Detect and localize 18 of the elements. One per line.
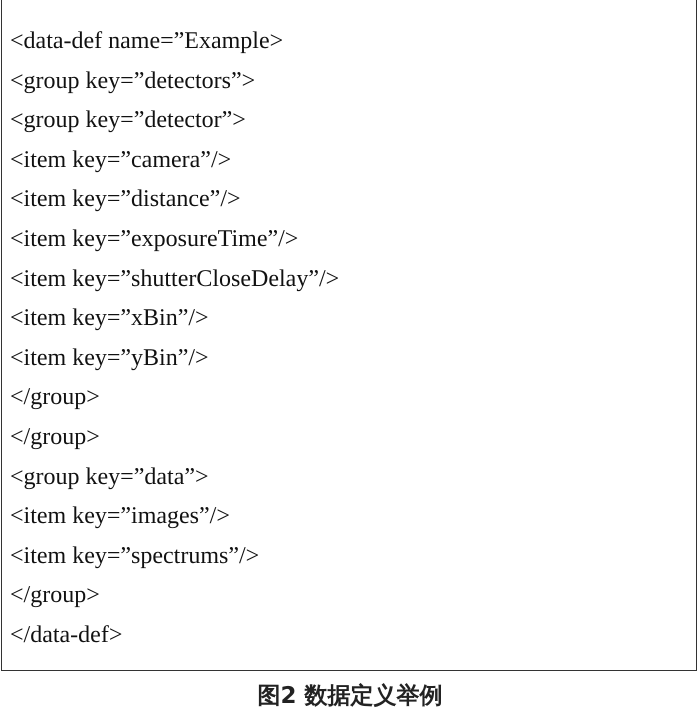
- code-line: <group key=”data”>: [10, 462, 209, 491]
- code-line: </data-def>: [10, 621, 122, 649]
- code-line: <item key=”distance”/>: [10, 185, 241, 214]
- code-line: <data-def name=”Example>: [10, 27, 284, 55]
- code-line: <item key=”xBin”/>: [10, 304, 209, 332]
- code-line: <item key=”exposureTime”/>: [10, 225, 298, 253]
- code-line: <item key=”images”/>: [10, 502, 230, 530]
- code-line: </group>: [10, 383, 100, 412]
- code-line: <group key=”detector”>: [10, 106, 246, 134]
- code-line: <item key=”yBin”/>: [10, 344, 209, 372]
- figure-caption: 图2 数据定义举例: [257, 682, 442, 711]
- code-listing-box: [1, 0, 697, 671]
- code-line: <item key=”shutterCloseDelay”/>: [10, 264, 340, 293]
- code-line: </group>: [10, 581, 100, 610]
- code-line: </group>: [10, 423, 100, 451]
- code-line: <item key=”spectrums”/>: [10, 542, 260, 570]
- code-line: <item key=”camera”/>: [10, 146, 232, 174]
- code-line: <group key=”detectors”>: [10, 66, 256, 95]
